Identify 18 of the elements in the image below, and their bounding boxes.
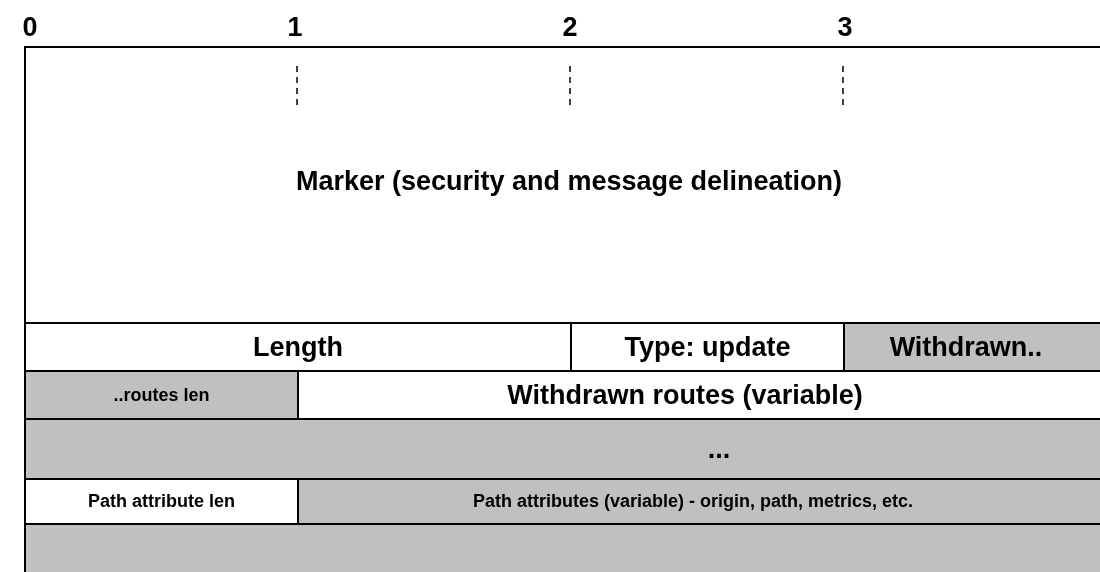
- field-label: Withdrawn..: [889, 331, 1043, 363]
- scale-number: 1: [287, 12, 303, 43]
- field-label: Length: [253, 331, 343, 363]
- field-label: ...: [707, 433, 731, 465]
- scale-number: 3: [837, 12, 853, 43]
- header-field: [24, 370, 299, 420]
- field-label: Path attribute len: [88, 491, 235, 512]
- header-field: [297, 478, 1100, 525]
- header-field: [843, 322, 1100, 372]
- header-field: [24, 46, 1100, 324]
- scale-number: 2: [562, 12, 578, 43]
- field-label: Marker (security and message delineation): [295, 165, 843, 197]
- field-label: Withdrawn routes (variable): [507, 379, 863, 411]
- header-field: [24, 418, 1100, 480]
- field-label: Path attributes (variable) - origin, path, metrics, etc.: [472, 491, 914, 512]
- field-label: Type: update: [624, 331, 791, 363]
- field-label: ..routes len: [113, 384, 210, 406]
- scale-number: 0: [22, 12, 38, 43]
